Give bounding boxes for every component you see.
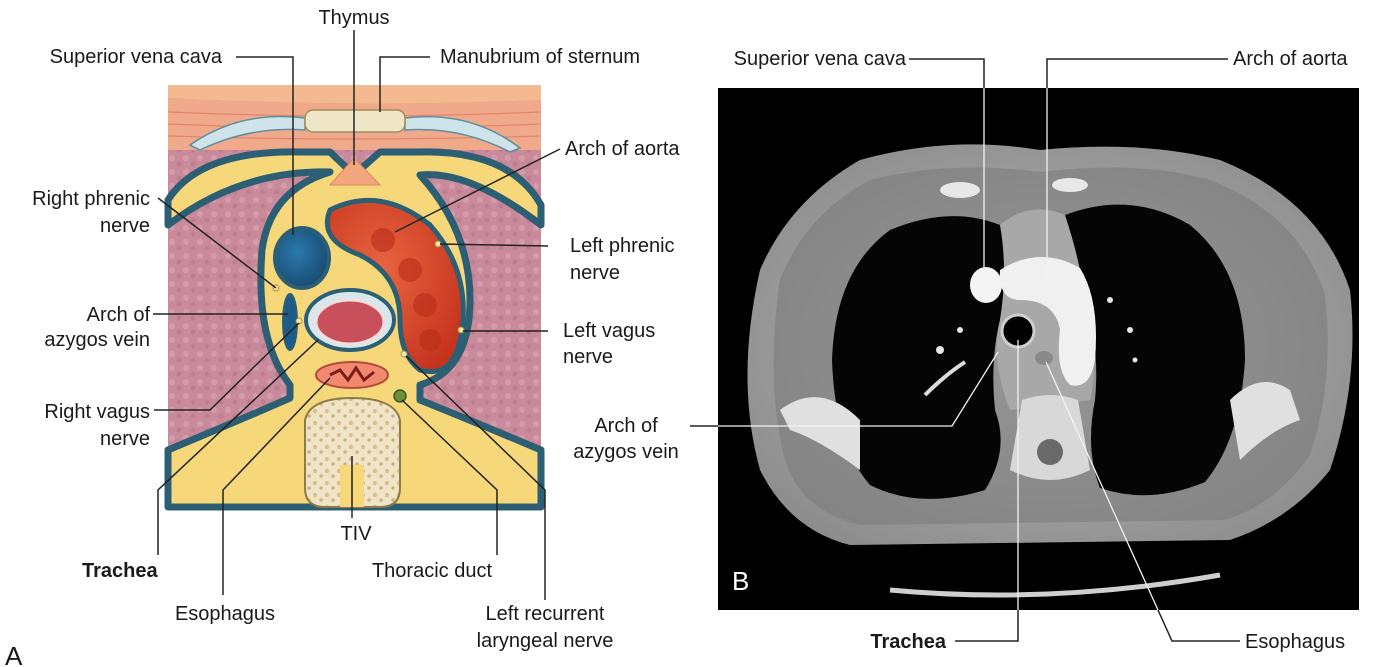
label-thoracic-duct: Thoracic duct — [372, 560, 492, 582]
label-tiv: TIV — [340, 523, 372, 545]
ct-vessel-dot-2 — [957, 327, 963, 333]
ct-left-lung — [1065, 204, 1245, 496]
label-trachea-b: Trachea — [870, 631, 946, 653]
leader-esophagus-a — [222, 377, 331, 595]
label-thymus: Thymus — [318, 7, 389, 29]
label-arch-azygos-a-2: azygos vein — [44, 329, 150, 351]
label-esophagus-b: Esophagus — [1245, 631, 1345, 653]
label-left-phrenic-1: Left phrenic — [570, 235, 675, 257]
label-arch-of-aorta-b: Arch of aorta — [1233, 48, 1348, 70]
aorta-shade-4 — [419, 329, 441, 351]
leader-right-vagus — [154, 322, 300, 411]
ct-vessel-branch — [923, 360, 967, 397]
aortic-arch-shape — [324, 197, 466, 374]
panel-b-labels: Superior vena cava Arch of aorta Arch of… — [573, 48, 1348, 653]
ct-vessel-dot-3 — [1107, 297, 1113, 303]
leader-esophagus-b — [1157, 609, 1240, 642]
label-right-phrenic-1: Right phrenic — [32, 188, 150, 210]
leader-right-phrenic — [157, 197, 277, 289]
label-right-phrenic-2: nerve — [100, 215, 150, 237]
label-superior-vena-cava-a: Superior vena cava — [50, 46, 223, 68]
leader-arch-aorta-a — [394, 148, 561, 233]
leader-aorta-b — [1046, 58, 1228, 88]
aorta-shade-3 — [413, 293, 437, 317]
label-manubrium: Manubrium of sternum — [440, 46, 640, 68]
ct-right-lung — [832, 216, 1005, 499]
ct-vessel-dot-5 — [1132, 357, 1138, 363]
azygos-shape — [282, 293, 298, 351]
label-superior-vena-cava-b: Superior vena cava — [734, 48, 907, 70]
label-trachea-a: Trachea — [82, 560, 158, 582]
aorta-shade-1 — [371, 228, 395, 252]
leader-left-recurrent — [405, 355, 546, 600]
leader-svc-a — [236, 56, 294, 235]
label-esophagus-a: Esophagus — [175, 603, 275, 625]
label-arch-azygos-b-1: Arch of — [594, 415, 658, 437]
ct-right-scapula — [780, 397, 860, 470]
ct-vessel-dot-4 — [1127, 327, 1133, 333]
leader-trachea-a — [157, 339, 319, 555]
label-right-vagus-2: nerve — [100, 428, 150, 450]
left-recurrent-dot — [400, 350, 408, 358]
leader-manubrium — [379, 56, 430, 112]
ct-esophagus — [1035, 351, 1053, 365]
leader-thoracic-duct — [401, 399, 498, 555]
label-right-vagus-1: Right vagus — [44, 401, 150, 423]
thymus-shape — [328, 157, 382, 186]
ct-panel-b — [718, 88, 1359, 610]
vertebral-body-shape — [304, 396, 401, 508]
svc-shape — [273, 226, 331, 290]
leader-left-phrenic — [439, 243, 549, 247]
ct-table — [889, 572, 1221, 598]
label-arch-of-aorta-a: Arch of aorta — [565, 138, 680, 160]
panel-letter-a: A — [5, 641, 23, 667]
ct-vessel-dot-1 — [936, 346, 944, 354]
trachea-lumen — [314, 298, 386, 346]
ct-right-clavicle — [940, 182, 980, 198]
leader-esophagus-b-ct — [1045, 361, 1159, 611]
ct-svc — [970, 267, 1002, 303]
leader-svc-b — [909, 58, 985, 88]
manubrium-shape — [304, 109, 406, 133]
label-left-phrenic-2: nerve — [570, 262, 620, 284]
leader-azygos-b-ct — [718, 351, 999, 427]
thoracic-duct-shape — [393, 389, 407, 403]
label-left-recurrent-2: laryngeal nerve — [477, 630, 614, 652]
aorta-shade-2 — [398, 258, 422, 282]
label-left-recurrent-1: Left recurrent — [486, 603, 605, 625]
ct-vertebra — [1010, 395, 1090, 480]
label-arch-azygos-b-2: azygos vein — [573, 441, 679, 463]
left-vagus-dot — [457, 326, 465, 334]
ct-aortic-arch — [999, 256, 1096, 386]
ct-spinal-canal — [1037, 439, 1063, 465]
esophagus-lumen — [329, 365, 375, 383]
leader-lines — [153, 30, 1240, 642]
panel-letter-b: B — [732, 566, 749, 596]
label-left-vagus-1: Left vagus — [563, 320, 655, 342]
left-costal-cartilage — [404, 115, 522, 153]
panel-a-labels: Thymus Superior vena cava Manubrium of s… — [5, 7, 680, 667]
ct-left-scapula — [1230, 382, 1300, 460]
ct-left-clavicle — [1052, 178, 1088, 192]
leader-trachea-b — [955, 610, 1019, 642]
label-left-vagus-2: nerve — [563, 346, 613, 368]
label-arch-azygos-a-1: Arch of — [87, 304, 151, 326]
